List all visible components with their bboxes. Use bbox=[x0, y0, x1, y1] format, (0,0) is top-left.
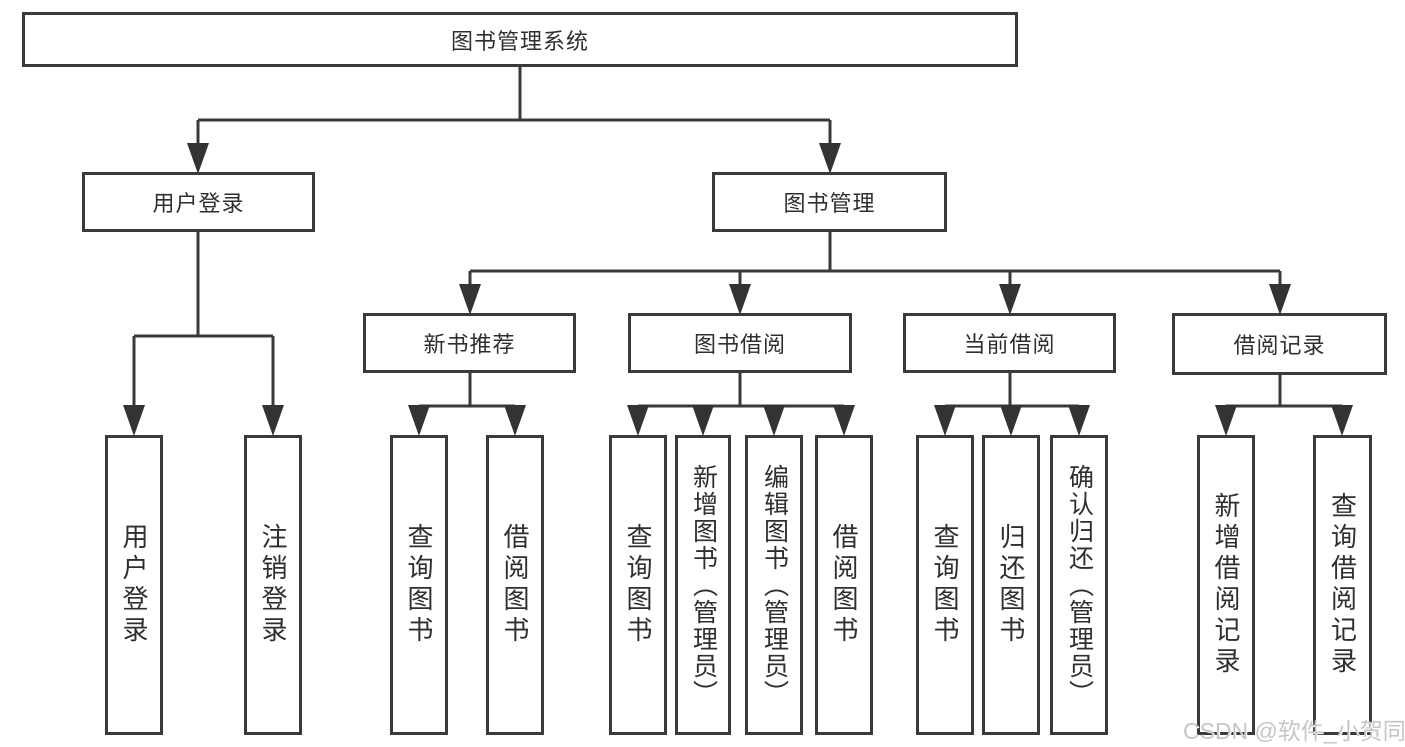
node-user-login: 用户登录 bbox=[82, 172, 315, 232]
node-label: 借阅记录 bbox=[1233, 333, 1326, 358]
node-label: 图书管理 bbox=[783, 191, 876, 216]
arrowhead bbox=[1000, 405, 1022, 436]
arrowhead bbox=[819, 143, 841, 174]
leaf-label: 确认归还（管理员） bbox=[1065, 463, 1094, 707]
connector-path bbox=[1226, 373, 1342, 408]
connector-path bbox=[638, 373, 844, 408]
node-book-management: 图书管理 bbox=[712, 172, 947, 232]
leaf-add-book-admin: 新增图书（管理员） bbox=[675, 435, 731, 735]
node-borrow-records: 借阅记录 bbox=[1172, 313, 1387, 375]
leaf-query-books-current: 查询图书 bbox=[916, 435, 974, 735]
arrowhead bbox=[1331, 405, 1353, 436]
connector-path bbox=[132, 232, 275, 408]
arrowhead bbox=[627, 405, 649, 436]
leaf-label: 借阅图书 bbox=[829, 523, 859, 647]
leaf-label: 注销登录 bbox=[258, 523, 288, 647]
leaf-query-borrow-record: 查询借阅记录 bbox=[1313, 435, 1372, 735]
leaf-borrow-books-recommend: 借阅图书 bbox=[486, 435, 544, 735]
node-label: 用户登录 bbox=[152, 191, 245, 216]
connector-path bbox=[196, 67, 832, 146]
leaf-confirm-return-admin: 确认归还（管理员） bbox=[1050, 435, 1108, 735]
arrowhead bbox=[123, 405, 145, 436]
arrowhead bbox=[187, 143, 209, 174]
node-current-borrow: 当前借阅 bbox=[903, 313, 1116, 373]
leaf-label: 借阅图书 bbox=[500, 523, 530, 647]
node-label: 图书借阅 bbox=[693, 332, 786, 357]
arrowhead bbox=[692, 405, 714, 436]
arrowhead bbox=[1215, 405, 1237, 436]
leaf-label: 用户登录 bbox=[119, 523, 149, 647]
leaf-query-books-borrow: 查询图书 bbox=[609, 435, 667, 735]
node-new-book-recommend: 新书推荐 bbox=[363, 313, 576, 373]
leaf-add-borrow-record: 新增借阅记录 bbox=[1197, 435, 1255, 735]
leaf-borrow-books: 借阅图书 bbox=[815, 435, 873, 735]
arrowhead bbox=[459, 284, 481, 315]
connector-path bbox=[945, 373, 1079, 408]
connector-path bbox=[468, 232, 1282, 287]
leaf-label: 归还图书 bbox=[996, 523, 1026, 647]
arrowhead bbox=[729, 284, 751, 315]
node-label: 图书管理系统 bbox=[450, 28, 589, 54]
leaf-logout: 注销登录 bbox=[244, 435, 302, 735]
leaf-query-books-recommend: 查询图书 bbox=[390, 435, 448, 735]
arrowhead bbox=[763, 405, 785, 436]
node-book-management-system: 图书管理系统 bbox=[22, 12, 1018, 67]
arrowhead bbox=[999, 284, 1021, 315]
arrowhead bbox=[504, 405, 526, 436]
leaf-label: 查询图书 bbox=[404, 523, 434, 647]
watermark: CSDN @软件_小贺同学 bbox=[1183, 718, 1405, 744]
arrowhead bbox=[1269, 284, 1291, 315]
arrowhead bbox=[833, 405, 855, 436]
arrowhead bbox=[934, 405, 956, 436]
leaf-label: 查询图书 bbox=[623, 523, 653, 647]
leaf-label: 编辑图书（管理员） bbox=[760, 463, 789, 707]
arrowhead bbox=[408, 405, 430, 436]
leaf-return-books: 归还图书 bbox=[982, 435, 1040, 735]
leaf-label: 新增图书（管理员） bbox=[689, 463, 718, 707]
arrowhead bbox=[262, 405, 284, 436]
leaf-label: 查询图书 bbox=[930, 523, 960, 647]
node-label: 新书推荐 bbox=[423, 332, 516, 357]
arrowhead bbox=[1068, 405, 1090, 436]
leaf-label: 查询借阅记录 bbox=[1327, 492, 1358, 678]
leaf-label: 新增借阅记录 bbox=[1211, 492, 1241, 678]
leaf-edit-book-admin: 编辑图书（管理员） bbox=[745, 435, 803, 735]
node-label: 当前借阅 bbox=[963, 332, 1056, 357]
node-book-borrow: 图书借阅 bbox=[628, 313, 852, 373]
connector-path bbox=[419, 373, 515, 408]
leaf-user-login: 用户登录 bbox=[105, 435, 163, 735]
